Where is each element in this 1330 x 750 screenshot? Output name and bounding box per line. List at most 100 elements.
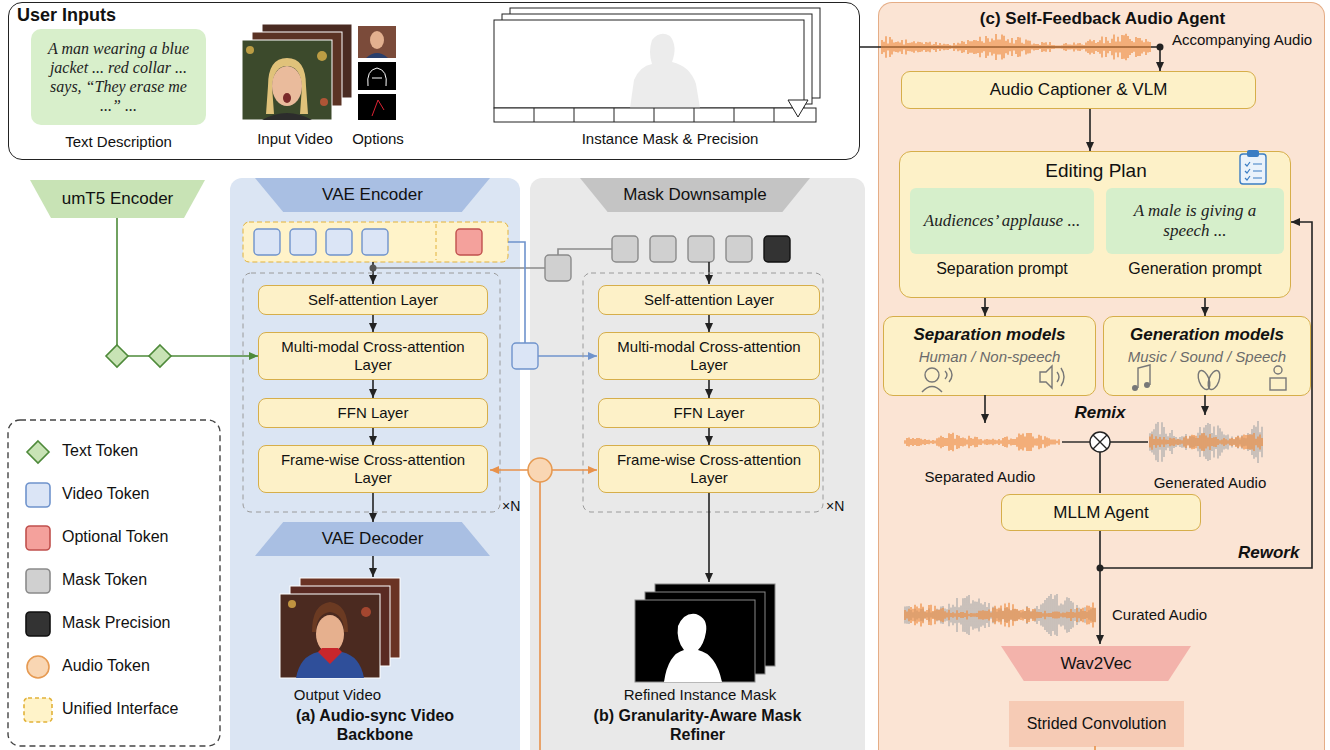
legend-swatch (22, 525, 54, 551)
model-icons (1144, 382, 1150, 388)
legend-frame (8, 420, 220, 746)
audio-token (490, 458, 1095, 750)
trapezoid-shape (255, 522, 490, 556)
prompt-box: Audiences’ applause ...Separation prompt (910, 188, 1094, 254)
layer-box: Frame-wise Cross-attention Layer (258, 445, 488, 493)
option-thumbnails (358, 94, 396, 120)
output-video-frames (280, 556, 400, 678)
legend-swatch (22, 697, 54, 723)
node-caption: Separation prompt (905, 260, 1099, 278)
model-icons (922, 387, 942, 393)
instance-mask-frames (494, 20, 804, 108)
node-label: Generation models (1104, 325, 1310, 345)
legend-label: Unified Interface (62, 700, 179, 718)
refined-mask-frames (664, 614, 722, 682)
legend-swatch (22, 482, 54, 508)
connector (372, 315, 374, 332)
option-thumbnails (358, 26, 396, 120)
node-label: A man wearing a blue jacket ... red coll… (39, 39, 198, 116)
waveform (1150, 433, 1262, 451)
repeat-group (243, 273, 500, 512)
prompt-box: A male is giving a speech ...Generation … (1106, 188, 1284, 254)
figure-label: Generated Audio (1138, 474, 1282, 491)
legend-swatch (26, 483, 50, 507)
figure-label: Output Video (270, 686, 405, 703)
layer-box: Frame-wise Cross-attention Layer (598, 445, 820, 493)
output-video-frames (280, 594, 380, 678)
remix-wires (1090, 432, 1110, 452)
model-icons (1138, 365, 1150, 388)
remix-wires (1157, 44, 1164, 51)
layer-box: Self-attention Layer (258, 285, 488, 315)
repeat-group (583, 273, 823, 512)
legend-swatch (22, 568, 54, 594)
layer-box: Multi-modal Cross-attention Layer (258, 332, 488, 380)
waveform (905, 603, 1095, 628)
node-label: Self-attention Layer (308, 291, 438, 309)
clipboard-icon (1240, 154, 1266, 184)
waveform (905, 594, 1095, 636)
node-label: VAE Encoder (322, 185, 423, 205)
connector (708, 315, 710, 332)
text-prompt-box: A man wearing a blue jacket ... red coll… (31, 29, 206, 125)
model-box: Generation modelsMusic / Sound / Speech (1103, 316, 1311, 396)
trapezoid-shape (255, 178, 490, 212)
connector (372, 380, 374, 398)
clipboard-icon (1240, 150, 1266, 184)
layer-box: Multi-modal Cross-attention Layer (598, 332, 820, 380)
model-icons (1057, 368, 1064, 386)
token-wires (508, 242, 525, 343)
instance-mask-frames (534, 108, 774, 122)
node-label: umT5 Encoder (62, 189, 174, 209)
legend-label: Video Token (62, 485, 149, 503)
token-wires (512, 343, 538, 369)
node-label: Self-attention Layer (644, 291, 774, 309)
figure-label: Accompanying Audio (1172, 31, 1312, 48)
node-label: MLLM Agent (1053, 503, 1148, 523)
token-row (456, 229, 482, 255)
input-video-frames (262, 113, 312, 120)
model-icons (1274, 366, 1282, 374)
figure-label: Options (346, 130, 410, 147)
legend-swatch (24, 698, 52, 722)
node-label: Separation models (884, 325, 1095, 345)
node-label: (c) Self-Feedback Audio Agent (899, 9, 1306, 29)
remix-wires (1062, 441, 1090, 442)
model-icons (1132, 385, 1138, 391)
text-token-diamond (106, 345, 128, 367)
figure-label: Instance Mask & Precision (540, 130, 800, 147)
agent-panel: (c) Self-Feedback Audio AgentAudio Capti… (878, 2, 1325, 750)
model-icons (925, 368, 939, 382)
remix-wires (985, 44, 1205, 645)
connector (1089, 109, 1091, 151)
figure-label: ×N (502, 498, 520, 514)
legend-label: Mask Token (62, 571, 147, 589)
encoder-block: VAE Encoder (255, 178, 490, 212)
node-caption: Text Description (19, 133, 218, 150)
model-icons (1206, 369, 1222, 391)
refined-mask-frames (708, 493, 710, 582)
connector (117, 218, 258, 356)
model-icons (1196, 369, 1212, 391)
instance-mask-frames (494, 8, 820, 122)
token-wires (545, 255, 571, 281)
output-video-frames (288, 600, 296, 608)
figure-label: Separated Audio (905, 468, 1055, 485)
audio-token (552, 469, 597, 471)
legend-swatch (22, 654, 54, 680)
trapezoid-shape (580, 178, 810, 212)
token-wires (370, 242, 710, 369)
model-box: Separation modelsHuman / Non-speech (883, 316, 1096, 396)
token-row (726, 236, 752, 262)
legend-swatch (26, 569, 50, 593)
legend-swatch (27, 656, 49, 678)
token-wires (376, 267, 545, 269)
token-row (764, 236, 790, 262)
clipboard-icon (1245, 162, 1250, 180)
option-thumbnails (366, 53, 388, 58)
option-thumbnails (368, 68, 387, 86)
legend-swatch (26, 526, 50, 550)
audio-token (528, 458, 552, 482)
output-video-frames (372, 556, 374, 577)
waveform (882, 34, 1262, 636)
